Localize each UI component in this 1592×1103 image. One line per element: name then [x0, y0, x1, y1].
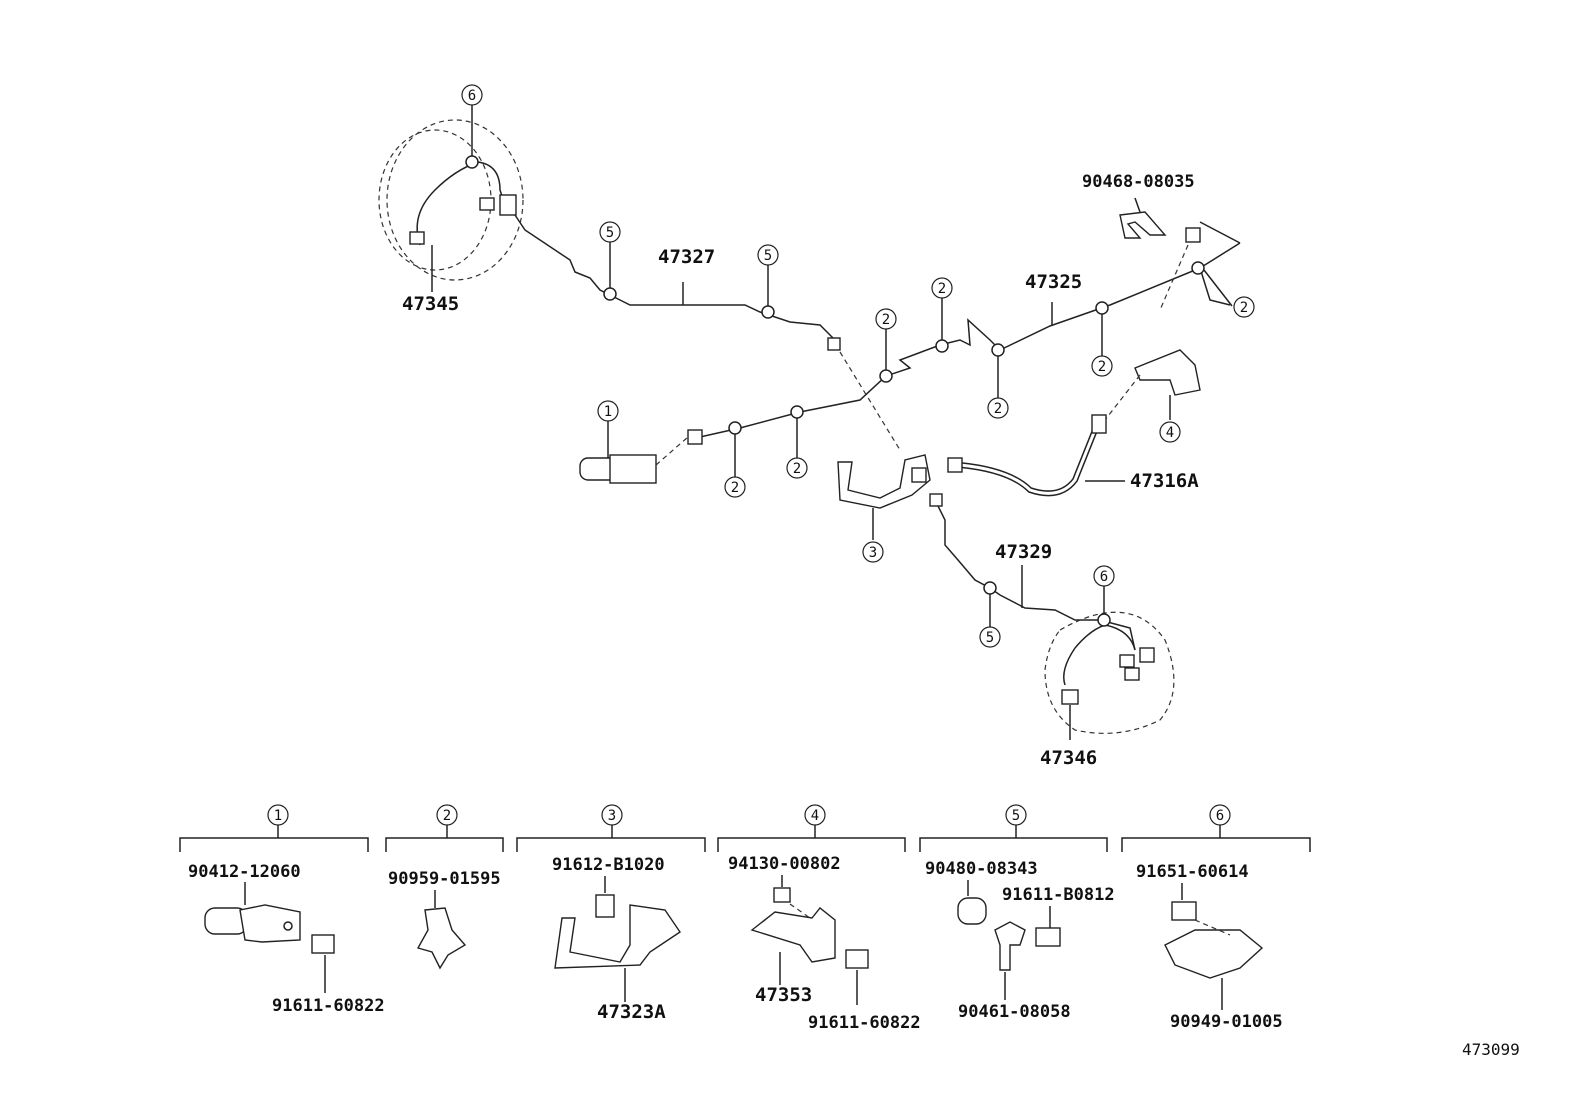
- callout-2: 2: [882, 312, 890, 328]
- callout-leaders: [471, 104, 1233, 628]
- callout-3: 3: [869, 545, 877, 561]
- group-2-number: 2: [443, 808, 451, 824]
- part-91611-B0812: 91611-B0812: [1002, 885, 1115, 905]
- node: [1191, 261, 1205, 275]
- part-90461-08058: 90461-08058: [958, 1002, 1071, 1022]
- left-brake-drum: [378, 119, 524, 281]
- group-3-number: 3: [608, 808, 616, 824]
- callout-2: 2: [994, 401, 1002, 417]
- detail-group-callouts: 1 2 3 4 5 6: [267, 804, 1231, 826]
- junction-bracket-3: [837, 454, 931, 509]
- node: [790, 405, 804, 419]
- callout-2: 2: [1098, 359, 1106, 375]
- callout-2: 2: [793, 461, 801, 477]
- part-91611-60822-a: 91611-60822: [272, 996, 385, 1016]
- group-5-parts: 90480-08343 91611-B0812 90461-08058: [925, 859, 1115, 1022]
- group-6-parts: 91651-60614 90949-01005: [1136, 862, 1283, 1032]
- label-47346: 47346: [1040, 747, 1097, 769]
- node: [465, 155, 479, 169]
- label-47316A: 47316A: [1130, 470, 1199, 492]
- node: [603, 287, 617, 301]
- callout-2: 2: [938, 281, 946, 297]
- group-1-number: 1: [274, 808, 282, 824]
- group-2-parts: 90959-01595: [388, 869, 501, 970]
- part-90949-01005: 90949-01005: [1170, 1012, 1283, 1032]
- label-47325: 47325: [1025, 271, 1082, 293]
- callout-5: 5: [986, 630, 994, 646]
- main-part-labels: 47327 47325 47345 90468-08035 47316A 473…: [402, 172, 1199, 769]
- part-91651-60614: 91651-60614: [1136, 862, 1249, 882]
- detail-group-brackets: [179, 825, 1311, 852]
- callout-4: 4: [1166, 425, 1174, 441]
- part-91612-B1020: 91612-B1020: [552, 855, 665, 875]
- fitting-nut: [827, 337, 841, 351]
- clamp-1-assembly: [579, 420, 703, 484]
- figure-code: 473099: [1462, 1040, 1520, 1059]
- right-brake-drum: [1044, 611, 1175, 740]
- node: [1097, 613, 1111, 627]
- part-90480-08343: 90480-08343: [925, 859, 1038, 879]
- group-4-number: 4: [811, 808, 819, 824]
- callout-5: 5: [764, 248, 772, 264]
- part-47323A: 47323A: [597, 1001, 666, 1023]
- label-90468-08035: 90468-08035: [1082, 172, 1195, 192]
- node: [983, 581, 997, 595]
- group-1-parts: 90412-12060 91611-60822: [188, 862, 385, 1016]
- group-3-parts: 91612-B1020 47323A: [552, 855, 681, 1023]
- clip-90468-08035: [1119, 211, 1167, 239]
- node: [761, 305, 775, 319]
- node: [879, 369, 893, 383]
- label-47327: 47327: [658, 246, 715, 268]
- part-94130-00802: 94130-00802: [728, 854, 841, 874]
- callout-6: 6: [468, 88, 476, 104]
- brake-line-47325: [699, 221, 1241, 438]
- group-4-parts: 94130-00802 47353 91611-60822: [728, 854, 921, 1033]
- bracket-4: [1134, 349, 1201, 396]
- label-47345: 47345: [402, 293, 459, 315]
- group-6-number: 6: [1216, 808, 1224, 824]
- callout-1: 1: [604, 404, 612, 420]
- node: [991, 343, 1005, 357]
- clamp-nodes: [465, 155, 1205, 627]
- callouts: 6 5 5 2 2 2 2 2 2 2 1 3 4 5 6: [461, 84, 1255, 648]
- node: [935, 339, 949, 353]
- label-47329: 47329: [995, 541, 1052, 563]
- group-5-number: 5: [1012, 808, 1020, 824]
- callout-5: 5: [606, 225, 614, 241]
- flex-hose-47316A: [959, 428, 1098, 497]
- brake-line-47327: [514, 214, 836, 341]
- callout-6: 6: [1100, 569, 1108, 585]
- part-91611-60822-b: 91611-60822: [808, 1013, 921, 1033]
- part-90959-01595: 90959-01595: [388, 869, 501, 889]
- node: [728, 421, 742, 435]
- node: [1095, 301, 1109, 315]
- part-90412-12060: 90412-12060: [188, 862, 301, 882]
- callout-2: 2: [1240, 300, 1248, 316]
- callout-2: 2: [731, 480, 739, 496]
- part-47353: 47353: [755, 984, 812, 1006]
